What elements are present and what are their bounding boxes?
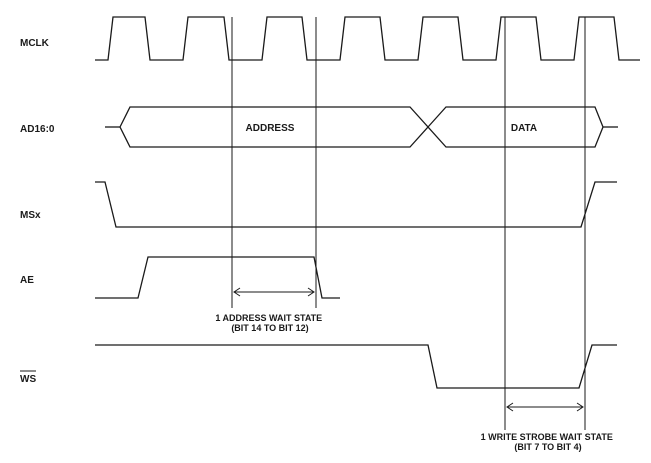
address-wait-line1: 1 ADDRESS WAIT STATE xyxy=(215,313,322,323)
address-wait-line2: (BIT 14 TO BIT 12) xyxy=(231,323,308,333)
address-label: ADDRESS xyxy=(246,123,295,134)
mclk-waveform xyxy=(95,16,640,61)
address-wait-note: 1 ADDRESS WAIT STATE (BIT 14 TO BIT 12) xyxy=(215,313,324,333)
ms-waveform xyxy=(95,181,617,228)
ae-label: AE xyxy=(20,275,34,286)
ae-waveform xyxy=(95,256,340,299)
write-strobe-wait-arrow xyxy=(506,402,584,412)
mclk-label: MCLK xyxy=(20,38,50,49)
ws-label: WS xyxy=(20,374,36,385)
data-label: DATA xyxy=(511,123,537,134)
write-strobe-line1: 1 WRITE STROBE WAIT STATE xyxy=(481,432,613,442)
write-strobe-note: 1 WRITE STROBE WAIT STATE (BIT 7 TO BIT … xyxy=(481,432,616,452)
address-wait-arrow xyxy=(233,287,315,297)
write-strobe-line2: (BIT 7 TO BIT 4) xyxy=(514,442,581,452)
ws-waveform xyxy=(95,344,617,389)
ms-label: MSx xyxy=(20,210,41,221)
ad-label: AD16:0 xyxy=(20,124,55,135)
